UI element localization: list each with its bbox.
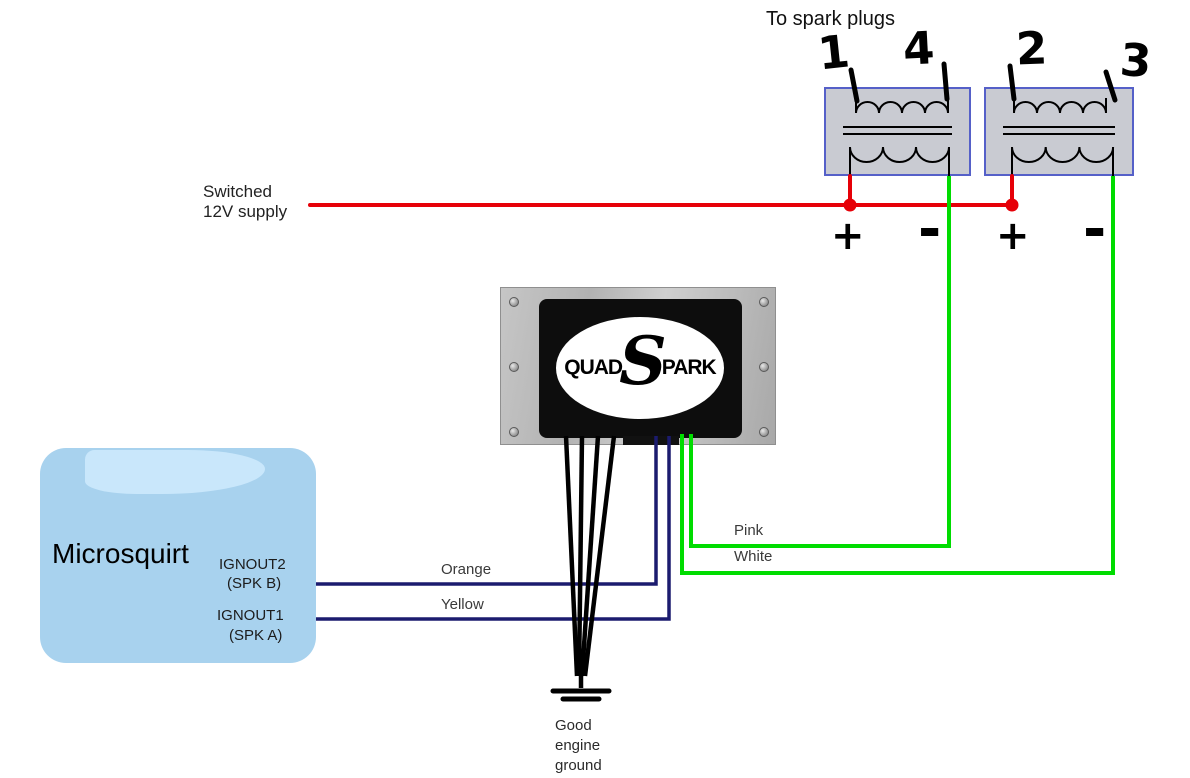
switched-supply-line2: 12V supply bbox=[203, 202, 288, 221]
quadspark-module: QUAD S PARK bbox=[500, 287, 776, 445]
switched-supply-line1: Switched bbox=[203, 182, 272, 201]
orange-wire bbox=[316, 436, 658, 586]
ground-wire-3 bbox=[579, 435, 601, 677]
spk-b-label: (SPK B) bbox=[227, 575, 282, 592]
ht-terminal-4 bbox=[941, 61, 950, 102]
quadspark-logo-oval: QUAD S PARK bbox=[556, 317, 724, 419]
coil1-minus-mark: - bbox=[918, 197, 942, 262]
primary-terminals bbox=[849, 147, 950, 176]
spk-a-label: (SPK A) bbox=[229, 627, 283, 644]
ground-label: Good engine ground bbox=[555, 716, 602, 776]
switched-12v-wire bbox=[308, 174, 1019, 212]
junction-dot bbox=[1005, 198, 1019, 212]
primary-winding bbox=[849, 146, 950, 163]
white-wire bbox=[680, 176, 1115, 575]
core-lines bbox=[1003, 126, 1115, 135]
coil2-minus-mark: - bbox=[1083, 197, 1107, 262]
ground-label-line2: engine bbox=[555, 737, 601, 754]
pink-wire bbox=[689, 176, 951, 548]
coil2-plus-mark: + bbox=[996, 213, 1030, 259]
coil-pack-2-body bbox=[984, 87, 1134, 176]
coil1-plus-mark: + bbox=[831, 213, 865, 259]
primary-terminals bbox=[1011, 147, 1114, 176]
white-wire-label: White bbox=[734, 548, 773, 565]
ground-wire-4 bbox=[582, 435, 617, 677]
coil-pack-2 bbox=[984, 63, 1134, 176]
ht-terminal-3 bbox=[1103, 69, 1118, 103]
to-spark-plugs-label: To spark plugs bbox=[766, 8, 895, 30]
ground-label-line1: Good bbox=[555, 717, 592, 734]
yellow-wire-label: Yellow bbox=[441, 596, 484, 613]
secondary-winding bbox=[1013, 101, 1107, 114]
orange-wire-label: Orange bbox=[441, 561, 492, 578]
ground-label-line3: ground bbox=[555, 757, 602, 774]
quadspark-logo-s: S bbox=[619, 321, 667, 400]
ground-wire-2 bbox=[576, 435, 585, 677]
spark-plug-number-1: 1 bbox=[815, 24, 852, 81]
pink-wire-label: Pink bbox=[734, 522, 764, 539]
ignout2-label: IGNOUT2 bbox=[219, 556, 286, 573]
secondary-winding bbox=[855, 101, 949, 114]
primary-winding bbox=[1011, 146, 1115, 164]
switched-supply-label: Switched 12V supply bbox=[203, 182, 287, 222]
screw-icon bbox=[759, 297, 769, 307]
core-lines bbox=[843, 126, 952, 135]
quadspark-face: QUAD S PARK bbox=[539, 299, 742, 438]
ht-terminal-1 bbox=[848, 67, 860, 104]
quadspark-logo-quad: QUAD bbox=[564, 356, 623, 379]
ht-terminal-2 bbox=[1007, 63, 1017, 102]
screw-icon bbox=[759, 362, 769, 372]
microsquirt-box: Microsquirt IGNOUT2 (SPK B) IGNOUT1 (SPK… bbox=[40, 448, 316, 663]
screw-icon bbox=[759, 427, 769, 437]
screw-icon bbox=[509, 362, 519, 372]
screw-icon bbox=[509, 427, 519, 437]
spark-plug-number-3: 3 bbox=[1118, 32, 1154, 89]
screw-icon bbox=[509, 297, 519, 307]
junction-dot bbox=[843, 198, 857, 212]
ground-wire-1 bbox=[563, 435, 580, 677]
quadspark-connector bbox=[623, 436, 679, 445]
coil-pack-1 bbox=[824, 61, 971, 176]
microsquirt-title: Microsquirt bbox=[52, 538, 189, 569]
ignout1-label: IGNOUT1 bbox=[217, 607, 284, 624]
spark-plug-number-4: 4 bbox=[901, 21, 936, 76]
yellow-wire bbox=[316, 436, 671, 621]
ground-wires bbox=[550, 435, 617, 702]
spark-plug-number-2: 2 bbox=[1015, 21, 1049, 76]
quadspark-logo-park: PARK bbox=[661, 356, 717, 379]
